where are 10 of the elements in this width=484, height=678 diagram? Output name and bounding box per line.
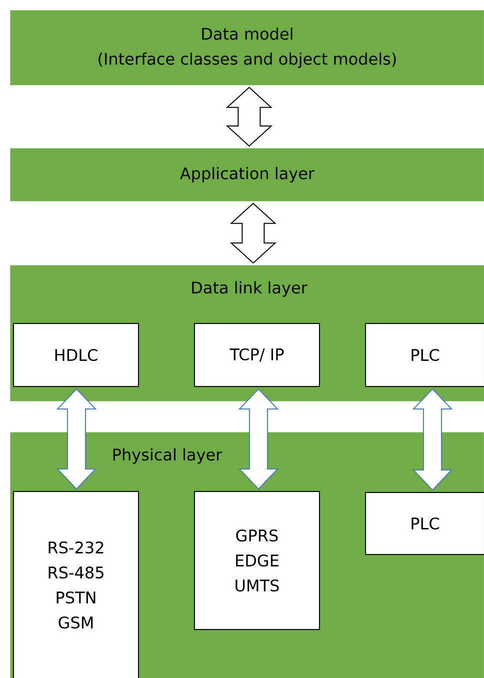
double-arrow — [226, 86, 272, 147]
box: PLC — [365, 492, 484, 555]
layer-band: Data model (Interface classes and object models) — [10, 10, 484, 86]
box: GPRS EDGE UMTS — [194, 491, 320, 630]
box: PLC — [365, 323, 484, 387]
box: RS-232 RS-485 PSTN GSM — [13, 491, 139, 678]
layer-band: Application layer — [10, 148, 484, 202]
box: HDLC — [13, 323, 139, 387]
double-arrow — [230, 202, 276, 264]
box: TCP/ IP — [194, 323, 320, 387]
